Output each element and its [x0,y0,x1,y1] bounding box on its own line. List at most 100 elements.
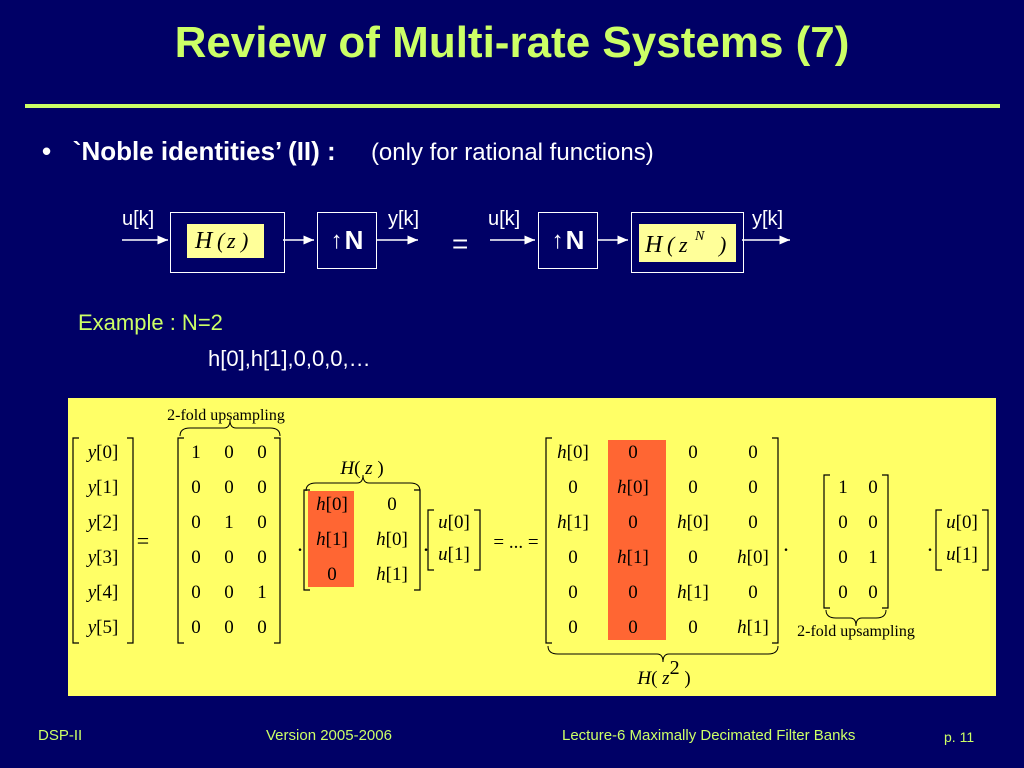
h2-entry: 0 [628,617,638,638]
upsampling-matrix-right-bracket [274,437,281,644]
h2-entry: 0 [688,477,698,498]
h-entry: h[1] [376,564,408,585]
hzn-expression: H ( z N ) [644,229,726,258]
h2-entry: h[1] [617,547,649,568]
bullet-note: (only for rational functions) [370,139,654,166]
up2-entry: 0 [868,477,878,498]
up2-entry: 1 [838,477,848,498]
u-vector-right-left-bracket [935,509,942,571]
up-entry: 0 [257,512,267,533]
u-entry: u[0] [946,512,978,533]
h2-entry: 0 [688,442,698,463]
footer-lecture: Lecture-6 Maximally Decimated Filter Ban… [562,727,856,744]
footer-course: DSP-II [38,727,83,744]
up2-entry: 0 [838,582,848,603]
h2-entry: h[0] [557,442,589,463]
h2-matrix-right-bracket [772,437,779,644]
u-vector-right-right-bracket [982,509,989,571]
h2-entry: h[1] [557,512,589,533]
right-brace-label: 2-fold upsampling [797,623,915,640]
h-entry: h[1] [316,529,348,550]
h2-entry: 0 [688,547,698,568]
y-entry: y[2] [86,512,119,533]
example-label: Example : N=2 [78,310,223,335]
upsampler-right: ↑ N [538,212,598,269]
dot-op: . [423,531,429,556]
up2-entry: 1 [868,547,878,568]
filter-block-left [170,212,285,273]
output-label-right: y[k] [752,208,784,230]
h2-entry: h[0] [617,477,649,498]
input-label-right: u[k] [488,208,521,230]
up-entry: 0 [191,477,201,498]
y-entry: y[3] [86,547,119,568]
h2-entry: 0 [748,442,758,463]
h-matrix-right-bracket [414,489,421,591]
up2-matrix-left-bracket [823,474,830,609]
up2-entry: 0 [838,512,848,533]
up-entry: 0 [191,582,201,603]
equals-sign: = [452,228,469,259]
h2-entry: 0 [748,512,758,533]
up-entry: 1 [257,582,267,603]
h2-entry: 0 [628,582,638,603]
bullet-dot: • [42,136,66,166]
up-entry: 0 [224,547,234,568]
y-entry: y[0] [86,442,119,463]
right-brace [825,609,887,627]
h2-entry: 0 [568,582,578,603]
upsample-factor: N [565,225,585,255]
hz-label: H( z ) [339,458,383,479]
footer-page: p. 11 [944,729,975,745]
up-entry: 0 [191,617,201,638]
y-entry: y[1] [86,477,119,498]
h2-entry: 0 [568,547,578,568]
h2-entry: 0 [568,617,578,638]
middle-eq: = ... = [493,532,538,553]
svg-text:): ) [717,232,726,257]
svg-text:): ) [239,228,248,253]
y-entry: y[4] [86,582,119,603]
h-entry: 0 [327,564,337,585]
arrows-layer [122,235,790,245]
bullet-line: • `Noble identities’ (II) : (only for ra… [42,136,654,167]
h-matrix-left-bracket [303,489,310,591]
top-brace-label: 2-fold upsampling [167,407,285,424]
top-brace [179,419,281,437]
svg-text:N: N [694,229,705,244]
svg-text:H: H [194,228,214,254]
title-divider [25,104,1000,108]
y-vector-left-bracket [72,437,79,644]
upsample-factor: N [344,225,364,255]
footer-version: Version 2005-2006 [266,727,392,744]
u-vector-right-bracket [474,509,481,571]
svg-text:z: z [226,228,236,253]
up2-matrix-right-bracket [882,474,889,609]
hz-brace [305,474,421,492]
up-entry: 0 [257,477,267,498]
upsampler-left: ↑ N [317,212,377,269]
matrix-equation: y[0]y[1]y[2]y[3]y[4]y[5]=2-fold upsampli… [72,407,989,689]
up-entry: 0 [257,547,267,568]
output-label-left: y[k] [388,208,420,230]
dot-op: . [297,531,303,556]
h2-matrix-left-bracket [545,437,552,644]
svg-text:z: z [678,232,688,257]
up-entry: 0 [224,442,234,463]
y-entry: y[5] [86,617,119,638]
filter-block-right [631,212,744,273]
up2-entry: 0 [838,547,848,568]
up-entry: 0 [191,547,201,568]
u-entry: u[0] [438,512,470,533]
filter-hz: H ( z ) [187,224,264,258]
svg-text:(: ( [217,228,226,253]
h2-entry: 0 [748,477,758,498]
h2-entry: 0 [628,442,638,463]
up-entry: 0 [257,617,267,638]
example-sequence: h[0],h[1],0,0,0,… [208,346,371,371]
hz2-brace [547,645,779,663]
bullet-text: `Noble identities’ (II) : [72,136,336,166]
filter-hzn: H ( z N ) [639,224,736,262]
h-entry: 0 [387,494,397,515]
y-vector-right-bracket [127,437,134,644]
